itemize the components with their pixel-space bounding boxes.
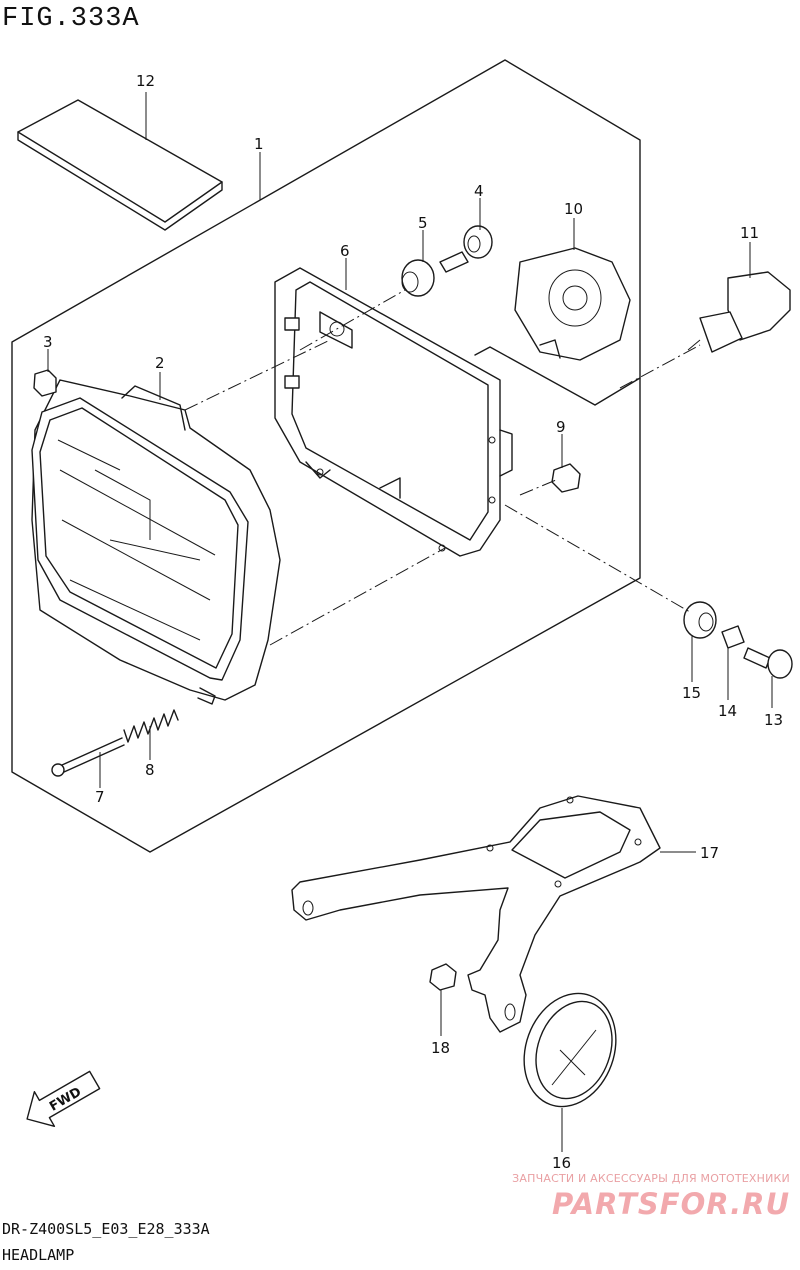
part-15-grommet — [683, 601, 717, 639]
assembly-outline — [11, 59, 641, 853]
callout-12: 12 — [136, 72, 155, 90]
assembly-inner-step — [474, 346, 641, 406]
callout-17: 17 — [700, 844, 719, 862]
model-code: DR-Z400SL5_E03_E28_333A — [2, 1220, 210, 1238]
callout-6: 6 — [340, 242, 350, 260]
watermark: ЗАПЧАСТИ И АКСЕССУАРЫ ДЛЯ МОТОТЕХНИКИ PA… — [512, 1172, 790, 1221]
callout-numbers: 1 2 3 4 5 6 7 8 9 10 11 12 13 14 15 16 1… — [43, 72, 783, 1172]
assembly-lines — [184, 289, 701, 646]
callout-3: 3 — [43, 333, 53, 351]
part-3-clip — [33, 352, 57, 397]
watermark-logo: PARTSFOR.RU — [552, 1187, 790, 1221]
part-9-nut-clip — [551, 463, 581, 493]
callout-5: 5 — [418, 214, 428, 232]
part-12-label-sheet — [17, 99, 223, 231]
part-13-bolt — [743, 647, 793, 679]
callout-14: 14 — [718, 702, 737, 720]
part-2-headlamp-unit — [31, 379, 281, 705]
part-11-bulb — [687, 271, 791, 353]
callout-2: 2 — [155, 354, 165, 372]
callout-16: 16 — [552, 1154, 571, 1172]
figure-caption: HEADLAMP — [2, 1246, 75, 1264]
callout-10: 10 — [564, 200, 583, 218]
callout-13: 13 — [764, 711, 783, 729]
figure-title: FIG.333A — [2, 4, 140, 34]
leader-lines — [47, 92, 773, 1152]
part-5-grommet — [401, 259, 435, 297]
part-8-spring — [123, 709, 179, 743]
part-7-adjust-screw — [51, 737, 125, 777]
callout-9: 9 — [556, 418, 566, 436]
callout-15: 15 — [682, 684, 701, 702]
part-10-socket-cover — [514, 247, 631, 361]
part-6-headlamp-frame — [274, 267, 513, 557]
part-4-screw — [439, 225, 493, 273]
part-17-bracket — [291, 795, 661, 1033]
fwd-arrow-icon: FWD — [26, 1070, 101, 1128]
part-18-nut — [429, 963, 457, 991]
callout-8: 8 — [145, 761, 155, 779]
callout-7: 7 — [95, 788, 105, 806]
part-16-reflector — [523, 992, 617, 1108]
part-14-collar — [721, 625, 745, 649]
callout-1: 1 — [254, 135, 264, 153]
callout-18: 18 — [431, 1039, 450, 1057]
callout-11: 11 — [740, 224, 759, 242]
callout-4: 4 — [474, 182, 484, 200]
watermark-subtitle: ЗАПЧАСТИ И АКСЕССУАРЫ ДЛЯ МОТОТЕХНИКИ — [512, 1172, 790, 1185]
